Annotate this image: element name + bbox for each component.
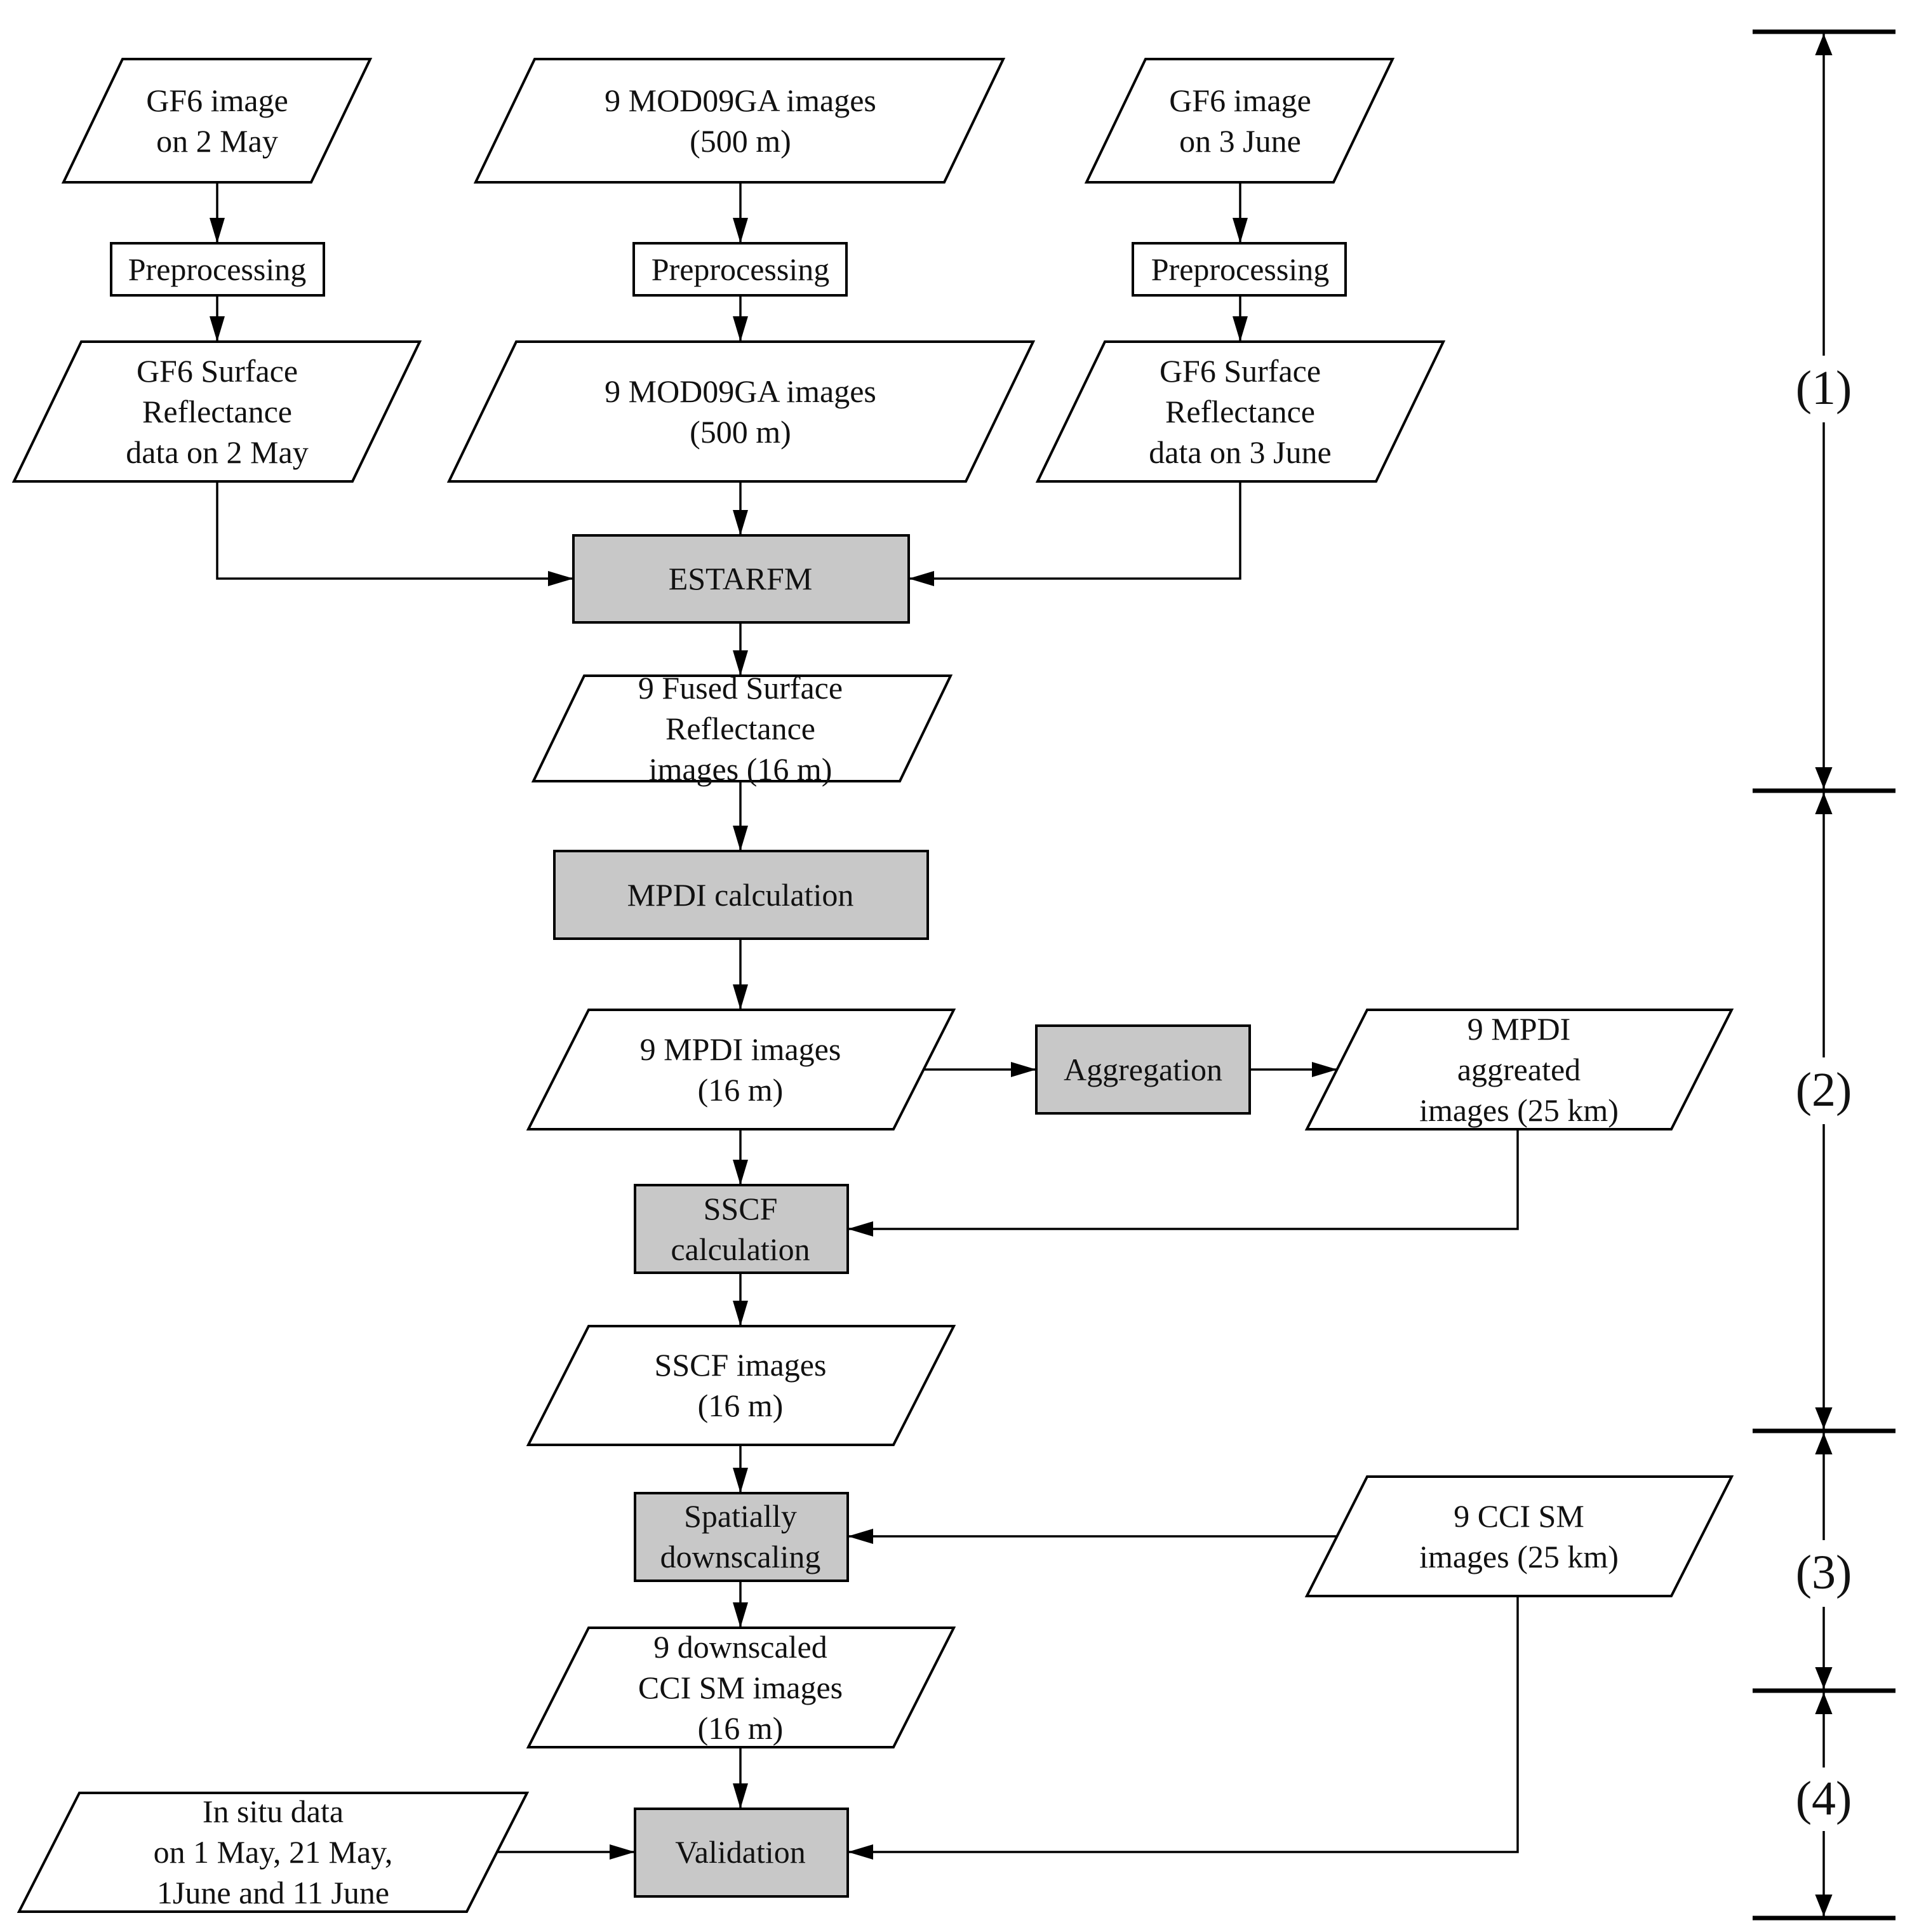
- preprocessing-mid-box: [632, 242, 848, 297]
- spatial-downscaling-label: Spatially downscaling: [660, 1498, 821, 1574]
- estarfm-label: ESTARFM: [669, 561, 813, 596]
- estarfm-label-line: ESTARFM: [669, 561, 813, 596]
- gf6-june-input-label: GF6 image on 3 June: [1169, 83, 1311, 159]
- gf6-june-reflectance-label-line: Reflectance: [1165, 394, 1315, 429]
- mod09ga-processed-label: 9 MOD09GA images (500 m): [605, 373, 876, 450]
- sscf-calculation-label-line: calculation: [671, 1231, 810, 1267]
- arrow-cci-sm-to-validation: [848, 1596, 1519, 1860]
- validation-label-line: Validation: [675, 1834, 806, 1870]
- mod09ga-processed-shape: [446, 340, 1036, 483]
- mod09ga-input-shape: [473, 58, 1006, 184]
- gf6-may-input-label: GF6 image on 2 May: [146, 83, 288, 159]
- arrow-gf6-june-refl-to-estarfm: [909, 481, 1241, 586]
- in-situ-data-label-line: 1June and 11 June: [157, 1875, 389, 1910]
- cci-sm-images-label-line: images (25 km): [1419, 1539, 1619, 1574]
- sscf-images-label-line: SSCF images: [655, 1347, 827, 1383]
- arrow-aggregated-to-sscf-calc: [848, 1129, 1519, 1237]
- connectors: [210, 182, 1519, 1860]
- gf6-may-reflectance-shape: [11, 340, 422, 483]
- gf6-may-input-shape: [61, 58, 373, 184]
- preprocessing-right-label-line: Preprocessing: [1151, 252, 1330, 287]
- preprocessing-mid-label: Preprocessing: [652, 252, 830, 287]
- downscaled-cci-label-line: 9 downscaled: [653, 1629, 827, 1665]
- validation-label: Validation: [675, 1834, 806, 1870]
- cci-sm-images-label-line: 9 CCI SM: [1454, 1498, 1584, 1534]
- fused-reflectance-label-line: 9 Fused Surface: [638, 670, 843, 706]
- fused-reflectance-label-line: Reflectance: [665, 711, 815, 746]
- spatial-downscaling-label-line: downscaling: [660, 1539, 821, 1574]
- mpdi-aggregated-label-line: 9 MPDI: [1467, 1011, 1571, 1047]
- arrow-gf6-may-refl-to-estarfm: [216, 481, 573, 586]
- cci-sm-images-shape: [1304, 1475, 1734, 1597]
- stage-label-1: (1): [1796, 361, 1852, 415]
- mod09ga-processed-label-line: 9 MOD09GA images: [605, 373, 876, 409]
- node-labels: GF6 image on 2 May 9 MOD09GA images (500 m)…: [126, 83, 1619, 1910]
- gf6-june-reflectance-label-line: data on 3 June: [1149, 434, 1331, 470]
- mpdi-aggregated-label-line: images (25 km): [1419, 1092, 1619, 1128]
- spatial-downscaling-label-line: Spatially: [684, 1498, 797, 1534]
- mod09ga-input-label: 9 MOD09GA images (500 m): [605, 83, 876, 159]
- fused-reflectance-label-line: images (16 m): [649, 751, 832, 787]
- gf6-june-input-label-line: on 3 June: [1179, 123, 1301, 159]
- mpdi-calculation-box: [553, 850, 929, 940]
- preprocessing-left-label-line: Preprocessing: [128, 252, 307, 287]
- gf6-may-input-label-line: on 2 May: [156, 123, 278, 159]
- in-situ-data-label-line: In situ data: [203, 1794, 344, 1829]
- mpdi-calculation-label: MPDI calculation: [627, 877, 854, 913]
- preprocessing-mid-label-line: Preprocessing: [652, 252, 830, 287]
- mpdi-images-label: 9 MPDI images (16 m): [640, 1031, 841, 1108]
- mpdi-aggregated-label-line: aggreated: [1457, 1052, 1581, 1087]
- gf6-may-reflectance-label-line: Reflectance: [142, 394, 292, 429]
- aggregation-box: [1035, 1024, 1251, 1115]
- sscf-calculation-label: SSCF calculation: [671, 1191, 810, 1267]
- preprocessing-right-label: Preprocessing: [1151, 252, 1330, 287]
- downscaled-cci-label-line: CCI SM images: [638, 1670, 843, 1705]
- gf6-june-reflectance-label-line: GF6 Surface: [1160, 353, 1321, 389]
- cci-sm-images-label: 9 CCI SM images (25 km): [1419, 1498, 1619, 1574]
- mod09ga-input-label-line: 9 MOD09GA images: [605, 83, 876, 118]
- gf6-june-input-shape: [1084, 58, 1395, 184]
- mpdi-calculation-label-line: MPDI calculation: [627, 877, 854, 913]
- sscf-images-label-line: (16 m): [698, 1388, 784, 1423]
- in-situ-data-label-line: on 1 May, 21 May,: [154, 1834, 393, 1870]
- gf6-may-input-label-line: GF6 image: [146, 83, 288, 118]
- sscf-calculation-label-line: SSCF: [704, 1191, 778, 1226]
- sscf-images-shape: [526, 1325, 956, 1446]
- mpdi-images-label-line: 9 MPDI images: [640, 1031, 841, 1067]
- mpdi-aggregated-shape: [1304, 1009, 1734, 1130]
- stage-label-3: (3): [1796, 1546, 1852, 1599]
- mod09ga-input-label-line: (500 m): [690, 123, 791, 159]
- mpdi-images-shape: [526, 1009, 956, 1130]
- downscaled-cci-label-line: (16 m): [698, 1710, 784, 1746]
- gf6-may-reflectance-label-line: GF6 Surface: [137, 353, 298, 389]
- aggregation-label-line: Aggregation: [1064, 1052, 1222, 1087]
- in-situ-data-label: In situ data on 1 May, 21 May, 1June and 1…: [154, 1794, 393, 1910]
- mpdi-aggregated-label: 9 MPDI aggreated images (25 km): [1419, 1011, 1619, 1128]
- stage-label-4: (4): [1796, 1772, 1852, 1825]
- preprocessing-left-box: [110, 242, 325, 297]
- gf6-june-input-label-line: GF6 image: [1169, 83, 1311, 118]
- preprocessing-left-label: Preprocessing: [128, 252, 307, 287]
- fused-reflectance-shape: [531, 674, 953, 782]
- in-situ-data-shape: [17, 1792, 530, 1913]
- mod09ga-processed-label-line: (500 m): [690, 414, 791, 450]
- stage-bracket: (1) (2) (3) (4): [1753, 29, 1895, 1921]
- sscf-images-label: SSCF images (16 m): [655, 1347, 827, 1423]
- gf6-june-reflectance-shape: [1035, 340, 1446, 483]
- stage-label-2: (2): [1796, 1063, 1852, 1117]
- gf6-may-reflectance-label-line: data on 2 May: [126, 434, 308, 470]
- aggregation-label: Aggregation: [1064, 1052, 1222, 1087]
- downscaled-cci-shape: [526, 1627, 956, 1748]
- mpdi-images-label-line: (16 m): [698, 1072, 784, 1108]
- validation-box: [634, 1808, 849, 1898]
